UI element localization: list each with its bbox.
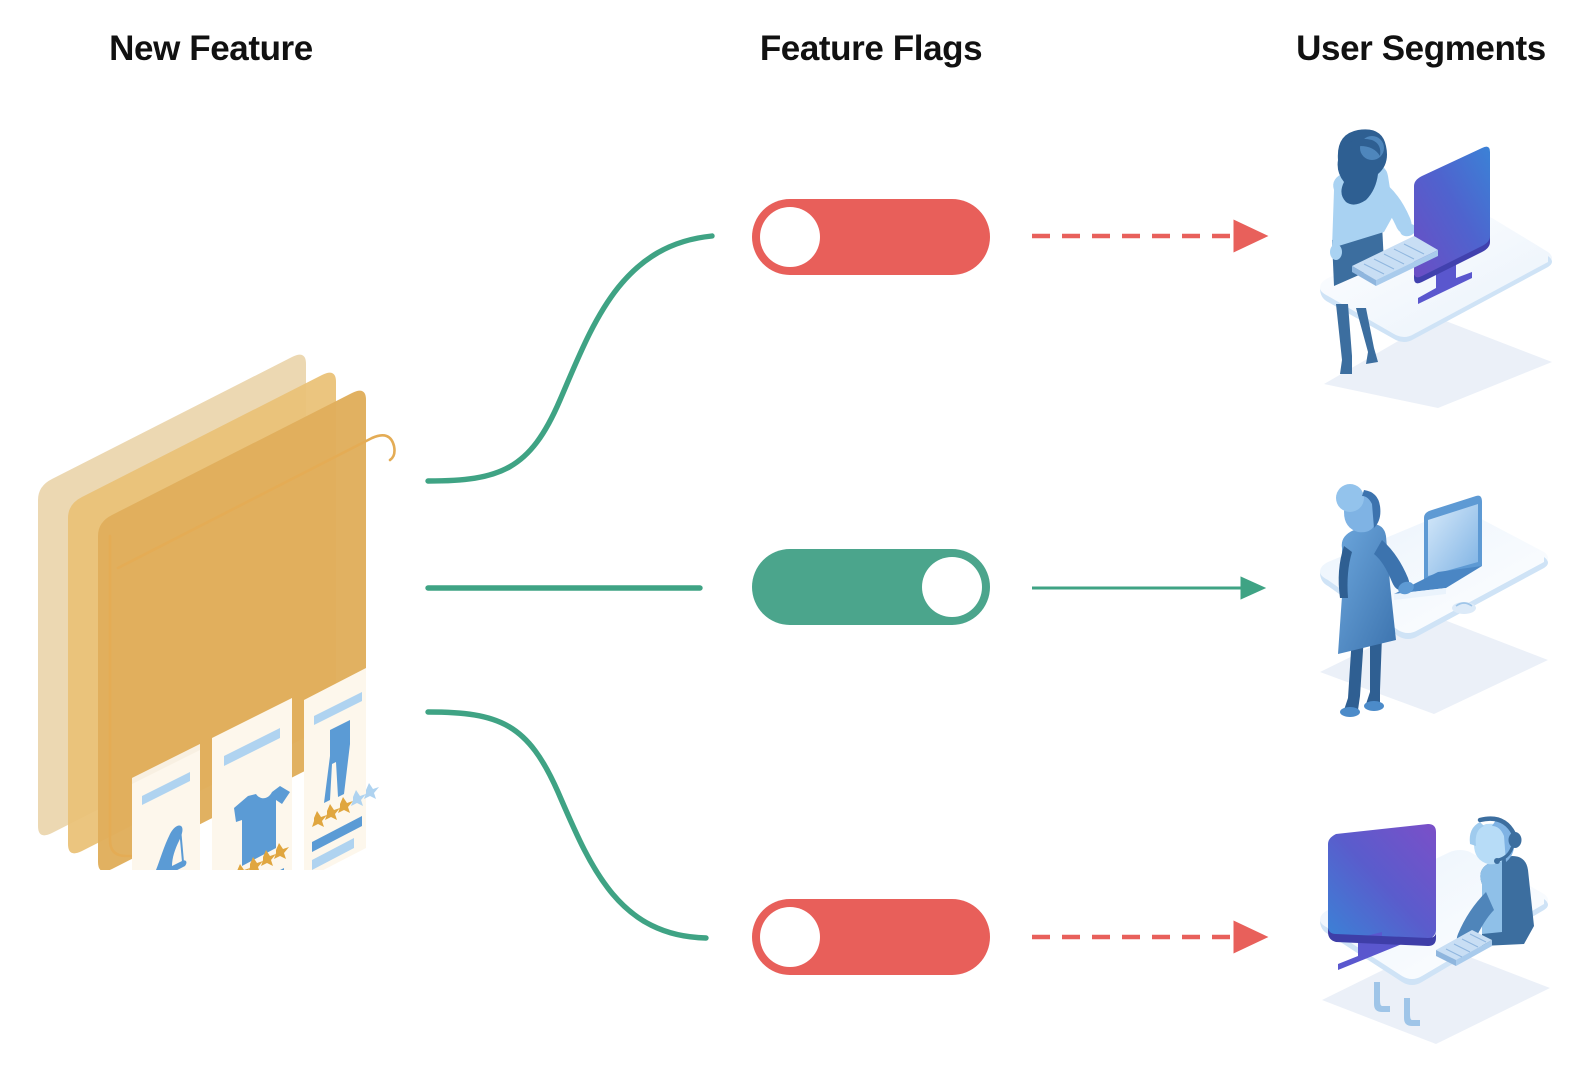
column-title-new-feature: New Feature	[109, 29, 313, 68]
keyboard	[1436, 930, 1492, 966]
feature-flag-toggle-1[interactable]	[752, 199, 990, 275]
person-top	[1332, 164, 1394, 248]
person-legs	[1336, 304, 1352, 374]
desktop-monitor	[1414, 146, 1490, 304]
person-arm	[1372, 178, 1412, 234]
desk-surface	[1320, 216, 1552, 339]
new-feature-card-stack	[38, 354, 396, 870]
toggle-knob-3	[760, 907, 820, 967]
product-card-tshirt	[212, 698, 292, 870]
person-arm	[1374, 540, 1410, 591]
headset-icon	[1477, 816, 1522, 864]
user-segment-illustration-2	[1320, 484, 1548, 717]
user-segment-illustration-1	[1320, 129, 1552, 408]
product-card-shoe	[132, 744, 200, 870]
user-segment-illustration-3	[1320, 816, 1550, 1044]
person-dress	[1338, 524, 1396, 654]
high-heel-shoe-icon	[156, 825, 187, 870]
laptop-screen	[1394, 495, 1482, 600]
connector-curve-top	[425, 233, 715, 484]
connector-curve-bottom	[425, 709, 709, 941]
desk-surface	[1320, 510, 1548, 637]
toggle-knob-1	[760, 207, 820, 267]
keyboard	[1352, 236, 1438, 286]
person-arm	[1456, 892, 1494, 950]
card-stack-layer-back	[38, 354, 306, 836]
rating-stars-jeans	[312, 783, 379, 827]
desktop-monitor	[1328, 824, 1436, 970]
column-title-user-segments: User Segments	[1296, 29, 1546, 68]
person-hair	[1337, 129, 1387, 205]
floor-shadow	[1324, 318, 1552, 408]
accent-curl-bottom	[108, 534, 138, 858]
card-stack-layer-front	[98, 390, 366, 870]
product-card-jeans	[304, 668, 379, 870]
person-head	[1474, 823, 1508, 865]
jeans-icon	[324, 720, 350, 803]
rating-stars-tshirt	[237, 843, 289, 870]
card-stack-layer-middle	[68, 372, 336, 854]
desk-surface	[1320, 850, 1548, 983]
accent-curl-top	[116, 434, 396, 570]
t-shirt-icon	[234, 786, 290, 866]
column-title-feature-flags: Feature Flags	[759, 29, 983, 68]
mouse	[1452, 602, 1476, 614]
toggle-knob-2	[922, 557, 982, 617]
person-legs	[1344, 636, 1364, 710]
floor-shadow	[1322, 944, 1550, 1044]
floor-shadow	[1320, 616, 1548, 714]
feature-flag-toggle-3[interactable]	[752, 899, 990, 975]
person-skirt	[1332, 224, 1384, 286]
person-head	[1344, 493, 1378, 533]
feature-flag-toggle-2[interactable]	[752, 549, 990, 625]
person-torso	[1480, 856, 1534, 946]
hair-bun	[1336, 484, 1364, 512]
